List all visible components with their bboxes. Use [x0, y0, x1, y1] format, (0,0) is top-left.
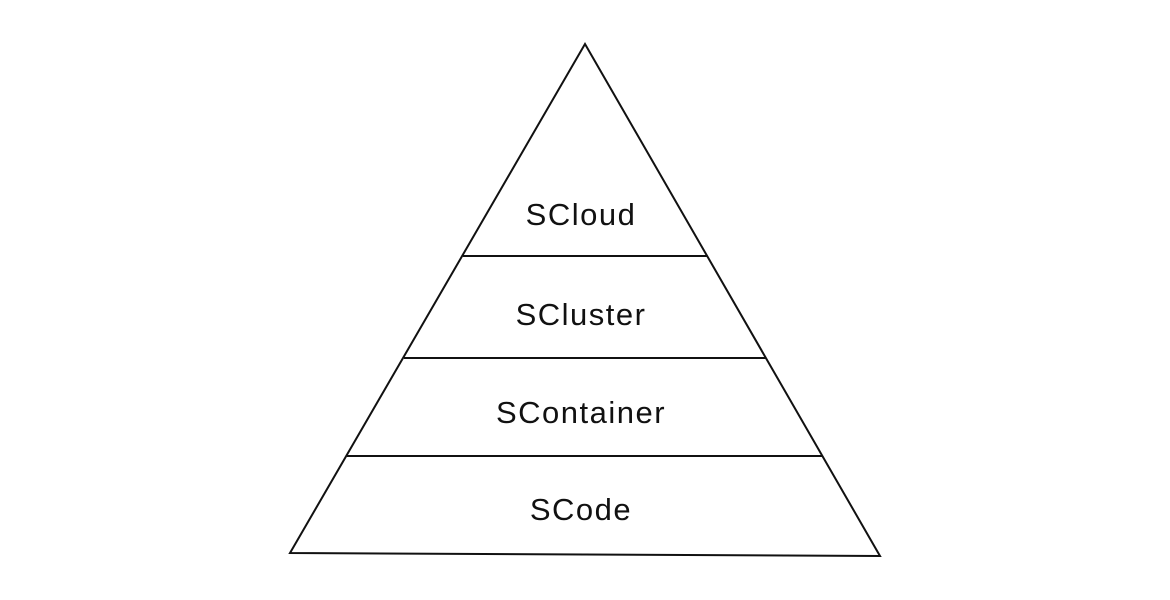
- layer-label-scloud: SCloud: [526, 197, 637, 232]
- layer-label-scode: SCode: [530, 492, 632, 527]
- layer-label-scluster: SCluster: [516, 297, 647, 332]
- layer-label-scontainer: SContainer: [496, 395, 666, 430]
- pyramid-outline: [288, 42, 882, 558]
